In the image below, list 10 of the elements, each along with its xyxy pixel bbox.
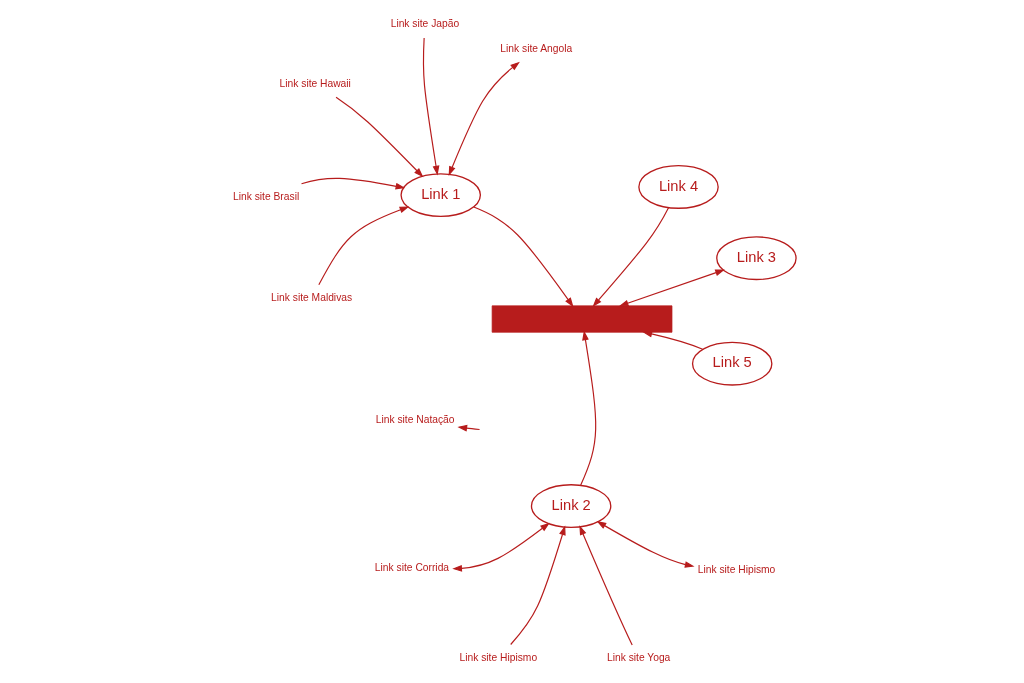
- node-text: Link site Japão: [390, 18, 460, 30]
- node-text: Link site Corrida: [374, 561, 450, 573]
- node-text: Link site Yoga: [606, 652, 671, 664]
- node-text: Link site Hipismo: [459, 651, 538, 663]
- node-text: Link site Natação: [375, 413, 455, 425]
- node-text: Link site Hawaii: [279, 77, 351, 89]
- node-text: Link site Maldivas: [271, 291, 353, 303]
- node-text: Link site Brasil: [233, 190, 300, 202]
- node-text: Link site Hipismo: [697, 563, 776, 575]
- node-text: Link site Angola: [500, 43, 573, 55]
